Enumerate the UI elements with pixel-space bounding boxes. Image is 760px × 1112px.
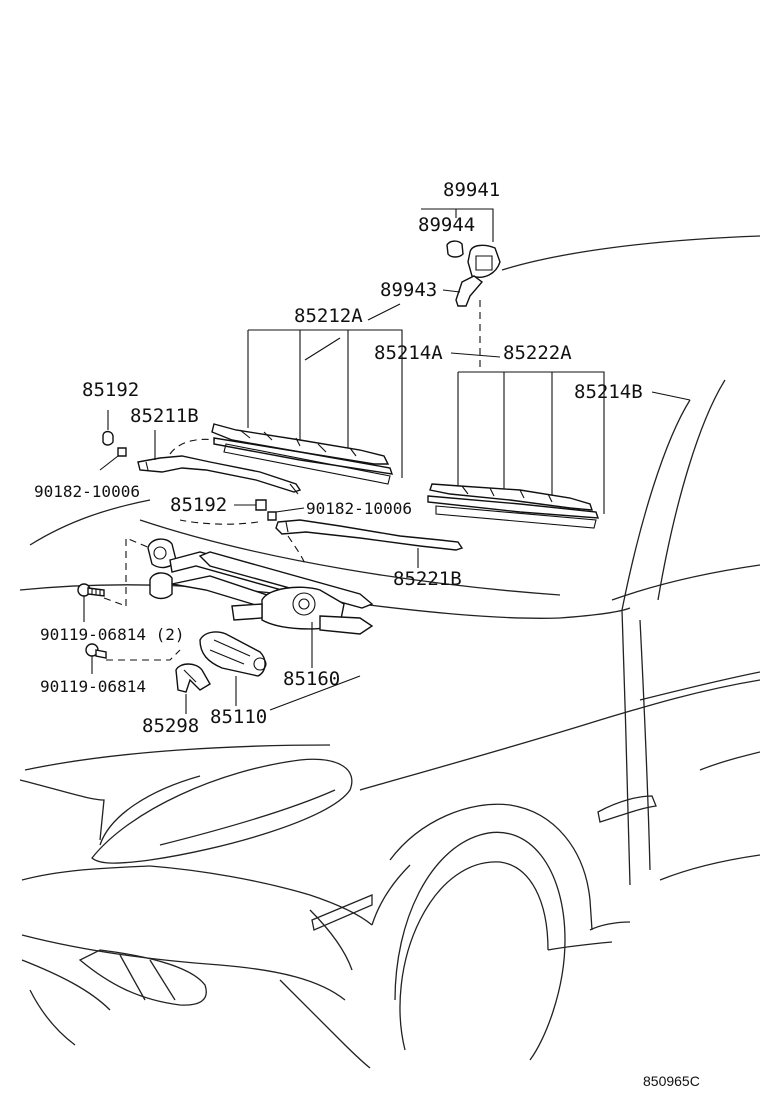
label-85221B: 85221B xyxy=(393,568,462,590)
leader-85212A xyxy=(367,303,401,321)
label-85110: 85110 xyxy=(210,706,267,728)
label-89943: 89943 xyxy=(380,279,437,301)
label-85192-mid: 85192 xyxy=(170,494,227,516)
nut-90182-right xyxy=(267,511,277,521)
dash-bolt-upper-2 xyxy=(125,537,151,606)
label-90182-left: 90182-10006 xyxy=(34,482,140,501)
cap-85192-mid xyxy=(255,499,267,511)
leader-85214B xyxy=(651,391,691,401)
bolt-90119-lower xyxy=(85,643,107,659)
wiper-arm-right xyxy=(275,519,464,551)
label-85160: 85160 xyxy=(283,668,340,690)
dash-bolt-upper xyxy=(103,597,127,607)
label-85211B: 85211B xyxy=(130,405,199,427)
wiper-blade-right xyxy=(427,371,605,529)
leader-89943 xyxy=(442,289,461,293)
dash-arm-left xyxy=(169,438,216,455)
leader-90182-left xyxy=(99,455,119,471)
label-85192-top: 85192 xyxy=(82,379,139,401)
dash-bolt-lower xyxy=(106,649,181,661)
nut-90182-left xyxy=(117,447,127,457)
label-85222A: 85222A xyxy=(503,342,572,364)
bracket-85298 xyxy=(175,663,211,693)
wiper-arm-left xyxy=(137,455,302,495)
cap-85192-top xyxy=(102,430,114,446)
leader-85214A xyxy=(450,352,501,358)
label-90119-2: 90119-06814 (2) xyxy=(40,625,185,644)
label-85214B: 85214B xyxy=(574,381,643,403)
label-89941: 89941 xyxy=(443,179,500,201)
wiper-blade-left xyxy=(211,329,403,485)
label-85298: 85298 xyxy=(142,715,199,737)
leader-90182-right xyxy=(275,507,305,513)
label-90119: 90119-06814 xyxy=(40,677,146,696)
label-85214A: 85214A xyxy=(374,342,443,364)
label-89944: 89944 xyxy=(418,214,475,236)
leader-85110-to-85160 xyxy=(269,675,361,711)
leader-89941 xyxy=(421,208,494,242)
wiper-link-85160 xyxy=(147,538,374,635)
dash-mid xyxy=(179,519,259,525)
label-85212A: 85212A xyxy=(294,305,363,327)
wiper-motor-85110 xyxy=(199,631,267,677)
diagram-code: 850965C xyxy=(643,1073,700,1089)
washer-nozzle-assembly xyxy=(446,240,501,307)
label-90182-right: 90182-10006 xyxy=(306,499,412,518)
dash-arm-right xyxy=(287,535,307,567)
